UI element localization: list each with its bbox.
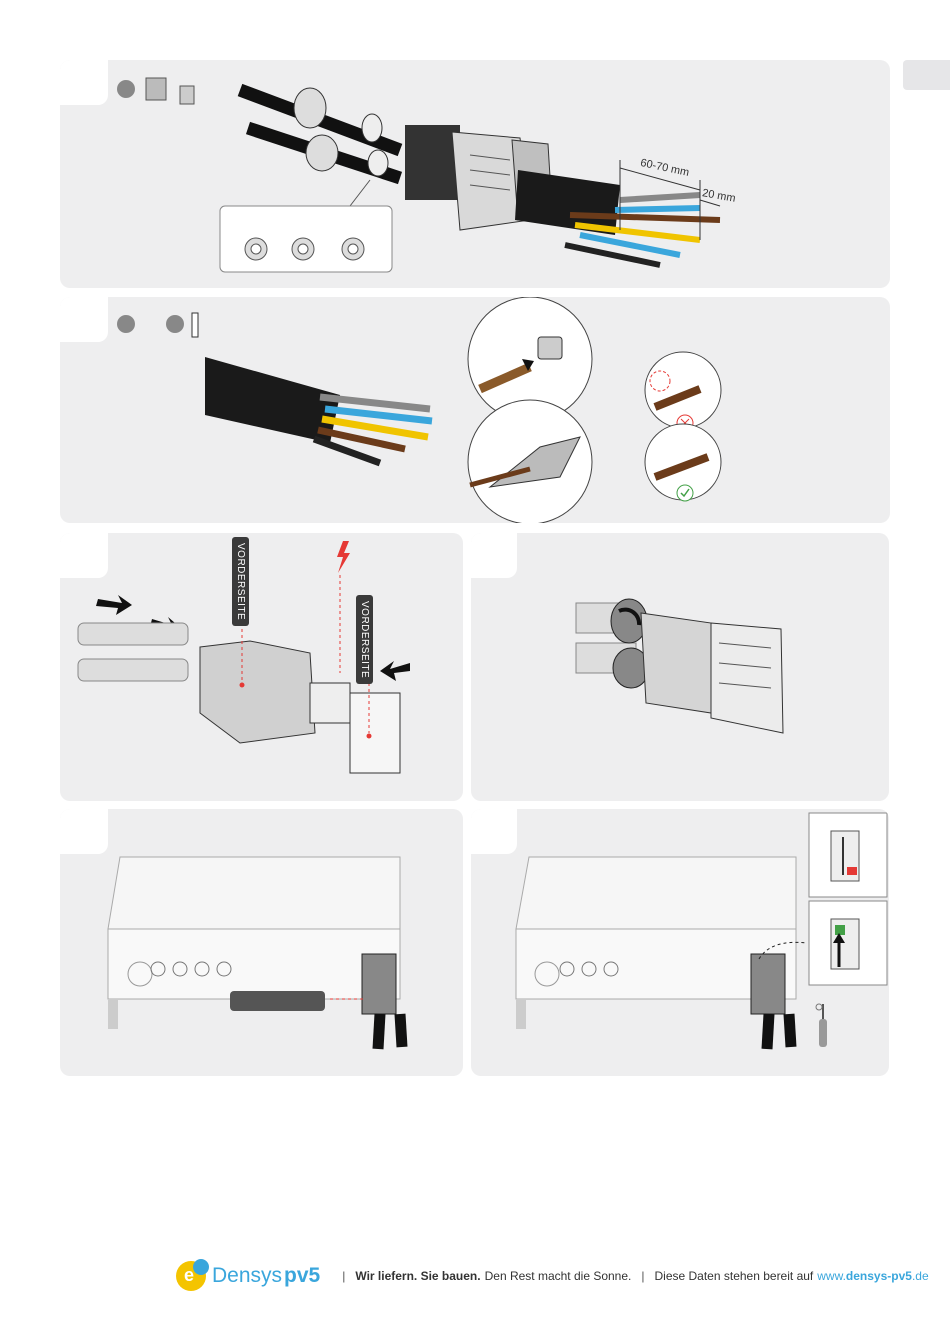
cable-in-illustration — [240, 88, 460, 200]
info-text: Diese Daten stehen bereit auf — [654, 1269, 813, 1283]
brand-name: Densys — [212, 1264, 282, 1288]
plug-connector — [362, 954, 402, 1049]
footer-separator: | — [342, 1269, 345, 1283]
electric-hazard-icon — [337, 541, 350, 573]
ferrule-icon — [192, 313, 198, 337]
step-panel-assembly: VORDERSEITE VORDERSEITE — [60, 533, 463, 801]
tightened-connector — [576, 599, 783, 733]
screwdriver-icon — [816, 1004, 827, 1047]
stripped-cable — [515, 170, 720, 265]
slogan-rest: Den Rest macht die Sonne. — [485, 1269, 632, 1283]
website-link[interactable]: www.densys-pv5.de — [817, 1269, 928, 1283]
push-arrow-icon — [380, 661, 410, 681]
page-side-tab — [903, 60, 950, 90]
slogan-bold: Wir liefern. Sie bauen. — [355, 1269, 480, 1283]
correct-icon — [677, 485, 693, 501]
step-panel-crimp — [60, 297, 890, 523]
step-number-icon — [117, 80, 135, 98]
step-panel-tighten — [471, 533, 889, 801]
footer-separator: | — [641, 1269, 644, 1283]
densys-logo-icon: e — [176, 1261, 206, 1291]
brand-suffix: pv5 — [284, 1264, 320, 1288]
plug-connector — [751, 954, 791, 1049]
step-number-icon — [166, 315, 184, 333]
front-side-label: VORDERSEITE — [232, 537, 249, 626]
step-number-icon — [117, 315, 135, 333]
cable-bundle — [205, 357, 432, 463]
connector-assembly — [78, 623, 400, 773]
inverter-illustration — [108, 857, 400, 1029]
connector-part-icon — [180, 86, 194, 104]
step-panel-strip: 60-70 mm 20 mm — [60, 60, 890, 288]
step-panel-lock — [471, 809, 889, 1076]
step-panel-plug-in — [60, 809, 463, 1076]
push-arrow-icon — [96, 595, 132, 615]
front-side-label: VORDERSEITE — [356, 595, 373, 684]
connector-kit-icon — [146, 78, 166, 100]
page-footer: e Densys pv5 | Wir liefern. Sie bauen. D… — [176, 1262, 929, 1290]
